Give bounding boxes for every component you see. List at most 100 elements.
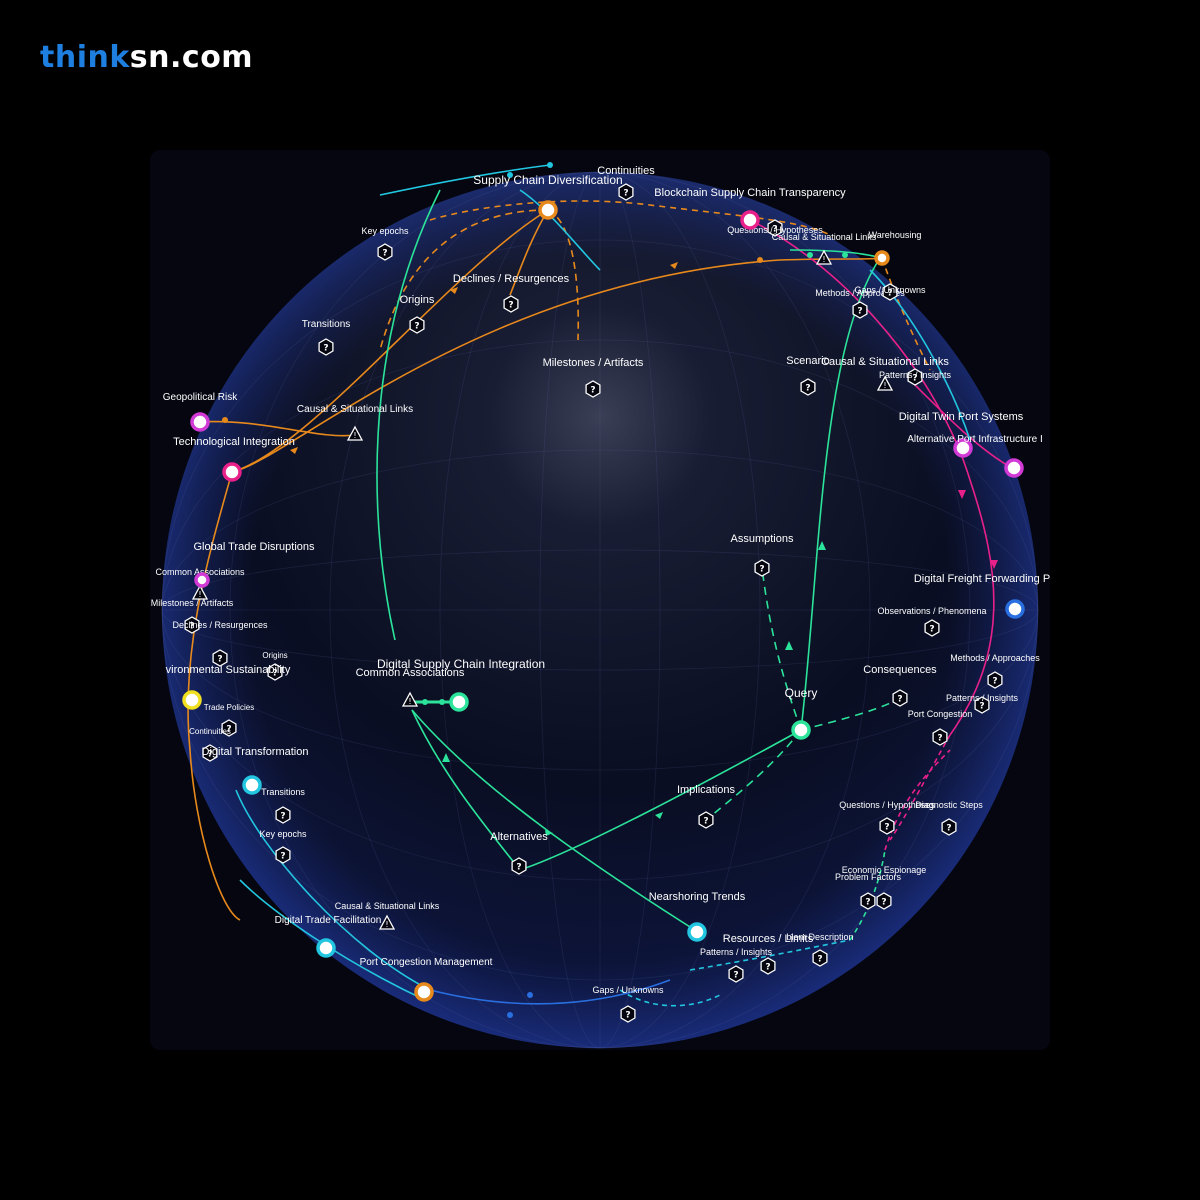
node-dot[interactable] — [874, 250, 890, 266]
marker[interactable]: ?Assumptions — [731, 533, 794, 577]
concept-node[interactable]: Digital Twin Port Systems — [899, 411, 1024, 458]
marker[interactable]: ?Origins — [262, 651, 288, 681]
marker[interactable]: ? Origins — [400, 294, 435, 334]
brand-logo-part-1: think — [40, 40, 130, 75]
concept-node[interactable]: Technological Integration — [173, 436, 295, 482]
marker[interactable]: ?Problem Factors — [835, 872, 902, 910]
marker[interactable]: ?Questions / Hypotheses — [727, 219, 823, 237]
concept-node[interactable]: Query — [785, 686, 818, 740]
concept-node[interactable]: Digital Supply Chain Integration — [377, 657, 545, 712]
concept-node[interactable]: Supply Chain Diversification — [473, 173, 623, 220]
marker[interactable]: ?Transitions — [302, 319, 351, 356]
marker[interactable]: !Causal & Situational Links — [335, 901, 440, 930]
marker[interactable]: ?Consequences — [863, 664, 937, 707]
concept-node[interactable]: Alternative Port Infrastructure I — [907, 434, 1043, 478]
marker[interactable]: ? Economic Espionage — [842, 865, 927, 910]
marker[interactable]: ?Alternatives — [490, 831, 548, 875]
marker[interactable]: !Causal & Situational Links — [297, 404, 413, 441]
concept-node[interactable]: Digital Freight Forwarding P — [914, 573, 1050, 619]
concept-node[interactable]: Warehousing — [869, 230, 922, 266]
arrow-mark — [655, 812, 663, 819]
node-dot[interactable] — [687, 922, 707, 942]
marker[interactable]: ?Resources / Limits — [723, 933, 814, 975]
concept-node[interactable]: Digital Trade Facilitation — [275, 915, 382, 958]
question-icon — [812, 949, 828, 967]
marker[interactable]: ?Declines / Resurgences — [172, 620, 268, 667]
concept-node[interactable]: Global Trade Disruptions — [193, 541, 315, 588]
question-icon-glyph: ? — [414, 322, 419, 332]
marker[interactable]: ?Trade Policies — [204, 703, 254, 737]
concept-node[interactable]: Port Congestion Management — [360, 957, 493, 1002]
concept-node[interactable]: Nearshoring Trends — [649, 891, 746, 942]
marker[interactable]: ?Patterns / Insights — [879, 368, 952, 386]
node-dot[interactable] — [538, 200, 558, 220]
node-dot[interactable] — [316, 938, 336, 958]
node-label: Blockchain Supply Chain Transparency — [654, 187, 846, 199]
arrow-mark — [545, 830, 553, 836]
marker[interactable]: ?Observations / Phenomena — [877, 606, 987, 637]
node-dot[interactable] — [449, 692, 469, 712]
marker-label: Patterns / Insights — [879, 370, 952, 380]
brand-logo[interactable]: thinksn.com — [40, 40, 253, 75]
node-dot[interactable] — [414, 982, 434, 1002]
node-label: Digital Trade Facilitation — [275, 915, 382, 926]
concept-node[interactable]: Geopolitical Risk — [163, 392, 238, 432]
marker[interactable]: ?blem Description — [786, 932, 854, 967]
node-dot[interactable] — [1004, 458, 1024, 478]
concept-node[interactable]: Blockchain Supply Chain Transparency — [654, 187, 846, 230]
marker[interactable]: ?Key epochs — [259, 829, 307, 864]
node-label: Digital Freight Forwarding P — [914, 573, 1050, 585]
marker[interactable]: ?Milestones / Artifacts — [151, 598, 234, 634]
question-icon — [275, 806, 291, 824]
question-icon-glyph: ? — [323, 344, 328, 354]
knowledge-globe-svg[interactable]: ?Continuities?Key epochs?Declines / Resu… — [150, 150, 1050, 1050]
marker[interactable]: ?Port Congestion — [908, 709, 973, 746]
marker-label: Declines / Resurgences — [172, 620, 268, 630]
marker[interactable]: ?Implications — [677, 784, 736, 829]
marker-label: Origins — [400, 294, 435, 306]
node-dot[interactable] — [190, 412, 210, 432]
node-dot[interactable] — [791, 720, 811, 740]
marker[interactable]: !Causal & Situational Links — [821, 356, 949, 391]
markers-layer: ?Continuities?Key epochs?Declines / Resu… — [151, 165, 1040, 1023]
node-dot[interactable] — [740, 210, 760, 230]
marker-label: Economic Espionage — [842, 865, 927, 875]
marker[interactable]: ?Scenario — [786, 355, 830, 396]
marker[interactable]: !Common Associations — [356, 667, 465, 707]
question-icon-glyph: ? — [887, 289, 892, 299]
node-label: Technological Integration — [173, 436, 295, 448]
node-dot[interactable] — [222, 462, 242, 482]
edge — [231, 257, 883, 473]
marker[interactable]: ?Declines / Resurgences — [453, 273, 570, 313]
marker[interactable]: !Common Associations — [155, 567, 245, 600]
marker[interactable]: ?Gaps / Unknowns — [854, 283, 926, 301]
node-dot[interactable] — [953, 438, 973, 458]
nodes-layer: Supply Chain Diversification Blockchain S… — [163, 173, 1050, 1002]
node-label: Nearshoring Trends — [649, 891, 746, 903]
marker[interactable]: ?Continuities — [189, 727, 231, 762]
marker[interactable]: ?Diagnostic Steps — [915, 800, 983, 836]
edge — [429, 200, 831, 236]
edge — [411, 709, 521, 871]
node-dot[interactable] — [182, 690, 202, 710]
marker[interactable]: ?Patterns / Insights — [700, 947, 773, 983]
marker[interactable]: ?Methods / Approaches — [950, 653, 1040, 689]
question-icon-glyph: ? — [865, 898, 870, 908]
edge — [761, 567, 802, 731]
marker[interactable]: ?Continuities — [597, 165, 655, 201]
marker[interactable]: ?Methods / Approaches — [815, 288, 905, 319]
marker[interactable]: ?Gaps / Unknowns — [592, 985, 664, 1023]
knowledge-globe-view[interactable]: ?Continuities?Key epochs?Declines / Resu… — [150, 150, 1050, 1050]
marker[interactable]: ?Key epochs — [361, 226, 409, 261]
node-dot[interactable] — [242, 775, 262, 795]
concept-node[interactable]: vironmental Sustainability — [166, 664, 291, 710]
marker[interactable]: ?Transitions — [261, 787, 305, 824]
node-dot[interactable] — [194, 572, 210, 588]
marker[interactable]: ?Patterns / Insights — [946, 693, 1019, 714]
marker-label: Causal & Situational Links — [297, 404, 413, 415]
concept-node[interactable]: Digital Transformation — [202, 746, 309, 795]
marker[interactable]: ?Questions / Hypotheses — [839, 800, 935, 835]
marker[interactable]: !Causal & Situational Links — [772, 232, 877, 265]
marker[interactable]: ?Milestones / Artifacts — [543, 357, 644, 398]
node-dot[interactable] — [1005, 599, 1025, 619]
